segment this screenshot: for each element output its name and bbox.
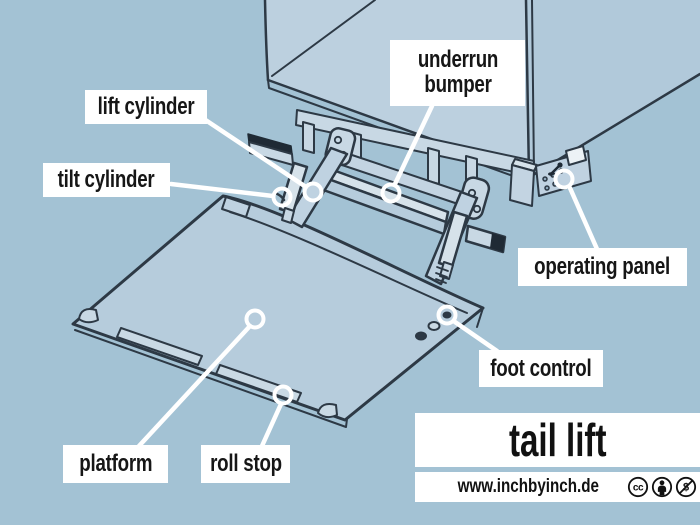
foot-control-drawing [415, 311, 452, 341]
operating-panel-drawing [509, 145, 592, 207]
roll-stop-slot [116, 327, 203, 366]
anchor-circles [244, 168, 575, 406]
label-platform: platform [63, 445, 168, 483]
nc-icon: $ [675, 476, 697, 498]
label-tilt-cylinder: tilt cylinder [43, 163, 170, 197]
platform-drawing [71, 194, 485, 428]
label-underrun-bumper: underrun bumper [390, 40, 525, 106]
label-foot-control: foot control [479, 350, 603, 387]
lift-mechanism-left [247, 127, 357, 229]
title-bar: tail lift [415, 413, 700, 467]
footer-bar: www.inchbyinch.de cc $ [415, 472, 700, 502]
leader-lines [136, 103, 600, 449]
roll-stop-slot [215, 364, 302, 403]
label-roll-stop-text: roll stop [209, 450, 282, 477]
poster-title: tail lift [508, 414, 607, 466]
label-operating-panel-text: operating panel [534, 253, 671, 280]
label-roll-stop: roll stop [201, 445, 290, 483]
label-underrun-bumper-text: underrun bumper [417, 46, 498, 98]
label-operating-panel: operating panel [518, 248, 687, 286]
lift-mechanism-right [424, 176, 507, 286]
website-url: www.inchbyinch.de [458, 476, 600, 497]
lift-arm [285, 146, 349, 229]
attribution-icon [651, 476, 673, 498]
svg-text:cc: cc [633, 483, 644, 494]
label-lift-cylinder-text: lift cylinder [97, 93, 195, 120]
label-platform-text: platform [78, 450, 152, 477]
cc-icon: cc [627, 476, 649, 498]
label-foot-control-text: foot control [490, 354, 592, 382]
label-lift-cylinder: lift cylinder [85, 90, 207, 124]
label-tilt-cylinder-text: tilt cylinder [58, 166, 155, 193]
